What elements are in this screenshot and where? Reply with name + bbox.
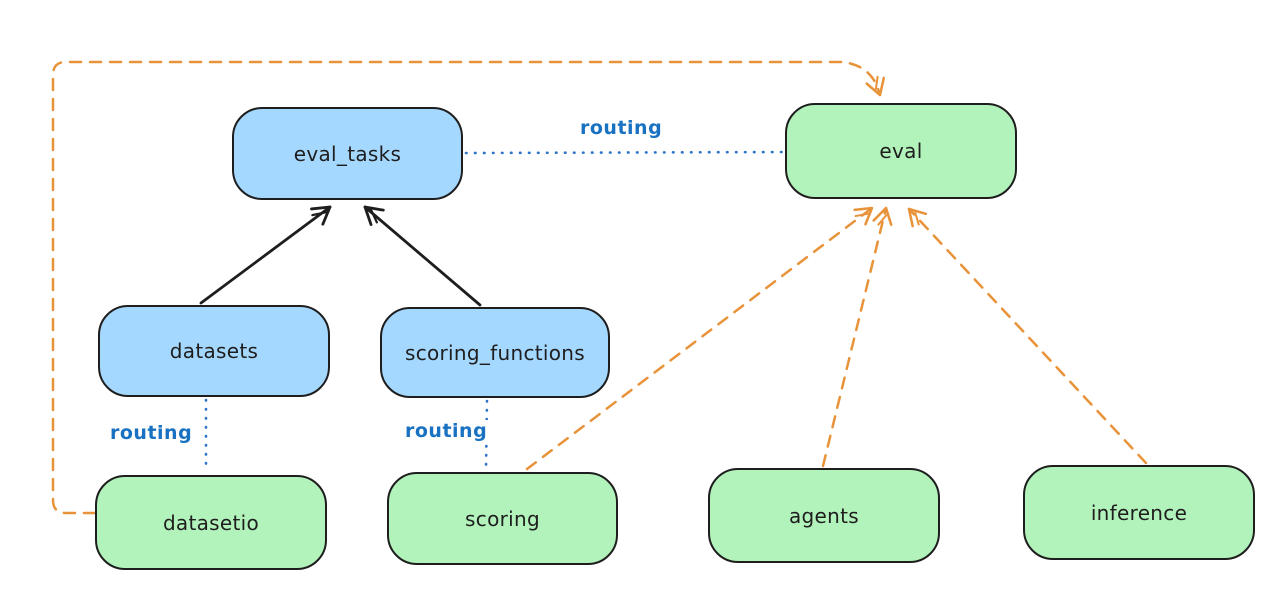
edge-eval-tasks-to-eval-routing <box>464 150 784 155</box>
node-datasetio: datasetio <box>95 475 327 570</box>
node-eval-tasks-label: eval_tasks <box>293 141 402 166</box>
node-datasetio-label: datasetio <box>162 510 260 535</box>
edge-datasets-to-eval-tasks <box>199 205 332 305</box>
node-agents: agents <box>708 468 940 563</box>
node-agents-label: agents <box>789 503 859 528</box>
edge-inference-to-eval <box>907 207 1148 465</box>
routing-label-scoring-functions-scoring: routing <box>403 420 490 442</box>
node-eval-tasks: eval_tasks <box>232 107 463 200</box>
routing-label-eval-tasks-eval: routing <box>578 117 665 139</box>
node-scoring-functions-label: scoring_functions <box>404 340 586 365</box>
node-inference-label: inference <box>1090 500 1188 525</box>
edge-agents-to-eval <box>821 206 893 468</box>
node-scoring-label: scoring <box>465 506 540 531</box>
routing-label-datasets-datasetio: routing <box>108 422 195 444</box>
edge-scoring-to-eval <box>525 206 874 471</box>
node-datasets: datasets <box>98 305 330 397</box>
node-eval-label: eval <box>879 139 923 163</box>
node-eval: eval <box>785 103 1017 199</box>
node-scoring-functions: scoring_functions <box>380 307 610 398</box>
node-scoring: scoring <box>387 472 618 565</box>
node-inference: inference <box>1023 465 1255 560</box>
edge-scoring-functions-to-eval-tasks <box>363 205 482 307</box>
node-datasets-label: datasets <box>169 339 259 363</box>
edge-datasetio-to-eval <box>51 60 886 515</box>
